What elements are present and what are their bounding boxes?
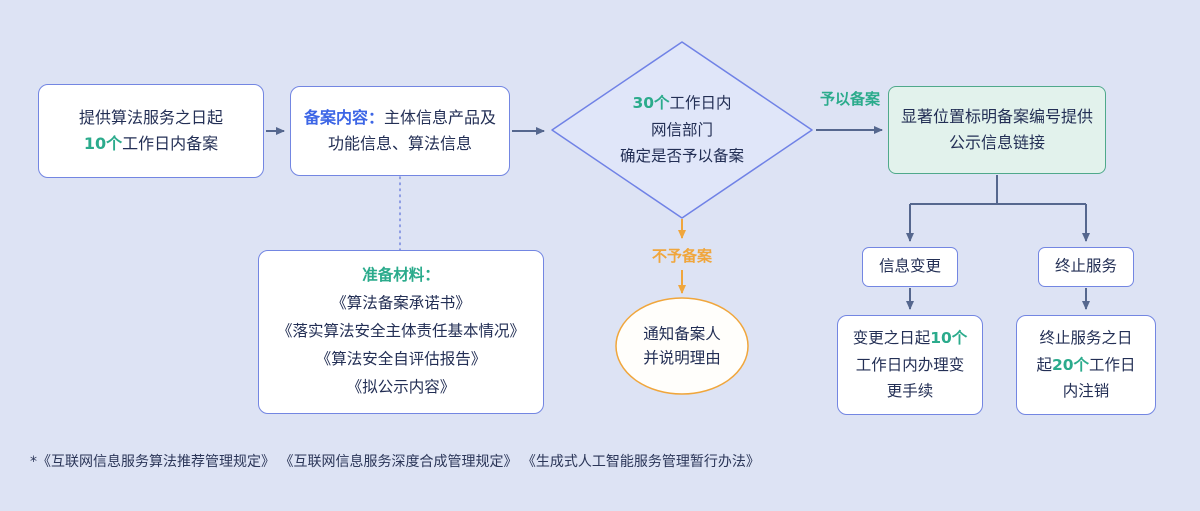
materials-item: 《落实算法安全主体责任基本情况》 bbox=[276, 322, 525, 341]
change-node: 信息变更 bbox=[862, 247, 958, 287]
materials-title: 准备材料： bbox=[362, 266, 440, 285]
terminate-detail-node: 终止服务之日起20个工作日内注销 bbox=[1016, 315, 1156, 415]
materials-node: 准备材料： 《算法备案承诺书》 《落实算法安全主体责任基本情况》 《算法安全自评… bbox=[258, 250, 544, 414]
approve-edge-label: 予以备案 bbox=[819, 90, 880, 108]
change-detail-text: 变更之日起10个工作日内办理变更手续 bbox=[852, 325, 968, 404]
start-node: 提供算法服务之日起 10个工作日内备案 bbox=[38, 84, 264, 178]
decision-diamond-shape bbox=[551, 41, 813, 219]
start-line1: 提供算法服务之日起 bbox=[78, 107, 223, 127]
start-line2-accent: 10个 bbox=[83, 134, 123, 153]
change-detail-post: 工作日内办理变更手续 bbox=[855, 355, 965, 401]
reject-edge-label: 不予备案 bbox=[651, 247, 712, 265]
content-node: 备案内容：主体信息产品及 功能信息、算法信息 bbox=[290, 86, 510, 176]
notify-line2: 并说明理由 bbox=[643, 349, 721, 368]
terminate-detail-text: 终止服务之日起20个工作日内注销 bbox=[1035, 325, 1137, 404]
terminate-detail-pre: 终止服务之日起 bbox=[1036, 329, 1133, 374]
decision-line1-rest: 工作日内 bbox=[669, 94, 732, 112]
start-line2: 10个工作日内备案 bbox=[84, 131, 218, 157]
content-line2: 功能信息、算法信息 bbox=[327, 134, 472, 153]
publish-line1: 显著位置标明备案编号提供 bbox=[900, 106, 1093, 126]
change-detail-accent: 10个 bbox=[930, 329, 968, 348]
footnote: *《互联网信息服务算法推荐管理规定》 《互联网信息服务深度合成管理规定》 《生成… bbox=[30, 454, 760, 470]
materials-item: 《算法备案承诺书》 bbox=[331, 294, 471, 313]
content-line1-rest: 主体信息产品及 bbox=[384, 107, 497, 127]
content-line1: 备案内容：主体信息产品及 bbox=[304, 105, 496, 131]
start-line2-rest: 工作日内备案 bbox=[122, 134, 219, 153]
change-detail-pre: 变更之日起 bbox=[852, 329, 931, 348]
decision-node-text: 30个工作日内 网信部门 确定是否予以备案 bbox=[592, 90, 772, 170]
notify-line1: 通知备案人 bbox=[643, 325, 721, 343]
materials-item: 《算法安全自评估报告》 bbox=[315, 349, 487, 368]
decision-line1-accent: 30个 bbox=[632, 94, 670, 112]
materials-item: 《拟公示内容》 bbox=[346, 377, 456, 396]
publish-node: 显著位置标明备案编号提供 公示信息链接 bbox=[888, 86, 1106, 174]
decision-line3: 确定是否予以备案 bbox=[619, 147, 744, 166]
notify-node-text: 通知备案人 并说明理由 bbox=[616, 322, 748, 370]
publish-line2: 公示信息链接 bbox=[948, 133, 1045, 152]
content-label: 备案内容： bbox=[303, 107, 384, 127]
decision-line1: 30个工作日内 bbox=[592, 90, 772, 117]
terminate-detail-post: 工作日内注销 bbox=[1062, 355, 1136, 401]
decision-line2: 网信部门 bbox=[650, 120, 713, 139]
change-detail-node: 变更之日起10个工作日内办理变更手续 bbox=[837, 315, 983, 415]
notify-ellipse-shape bbox=[615, 297, 749, 395]
terminate-detail-accent: 20个 bbox=[1051, 355, 1090, 374]
terminate-node: 终止服务 bbox=[1038, 247, 1134, 287]
